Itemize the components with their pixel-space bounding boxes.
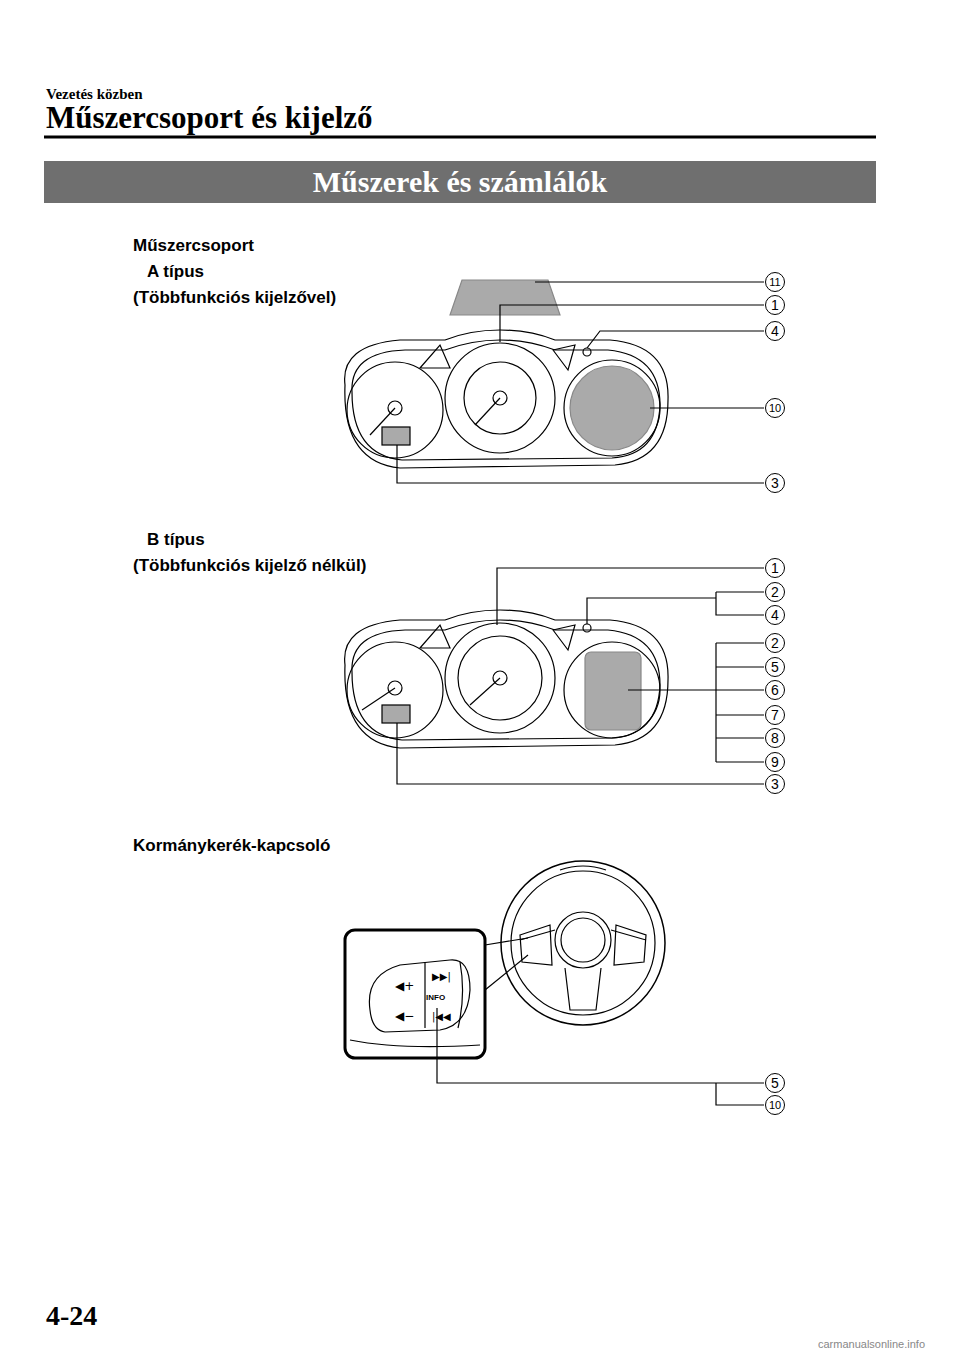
- callout-number: 1: [765, 295, 785, 315]
- callout-number: 3: [765, 774, 785, 794]
- page-number: 4-24: [46, 1300, 97, 1332]
- callout-number: 10: [765, 1095, 785, 1115]
- callout-number: 8: [765, 728, 785, 748]
- callout-number: 6: [765, 680, 785, 700]
- section-label: Kormánykerék-kapcsoló: [133, 836, 330, 856]
- callout-number: 9: [765, 752, 785, 772]
- callout-number: 2: [765, 633, 785, 653]
- button-text: INFO: [426, 993, 445, 1002]
- watermark: carmanualsonline.info: [818, 1338, 925, 1350]
- callout-number: 7: [765, 705, 785, 725]
- section-banner: Műszerek és számlálók: [44, 161, 876, 203]
- banner-text: Műszerek és számlálók: [313, 165, 607, 199]
- callout-number: 1: [765, 558, 785, 578]
- type-label: A típus: [147, 262, 204, 282]
- callout-number: 5: [765, 1073, 785, 1093]
- svg-text:|◀◀: |◀◀: [432, 1011, 451, 1023]
- callout-number: 10: [765, 398, 785, 418]
- callout-number: 3: [765, 473, 785, 493]
- type-note: (Többfunkciós kijelzővel): [133, 288, 336, 308]
- type-label: B típus: [147, 530, 205, 550]
- callout-number: 2: [765, 582, 785, 602]
- svg-text:▶▶|: ▶▶|: [432, 971, 451, 983]
- type-note: (Többfunkciós kijelző nélkül): [133, 556, 366, 576]
- running-header: Vezetés közben: [46, 86, 143, 103]
- section-label: Műszercsoport: [133, 236, 254, 256]
- svg-text:◀−: ◀−: [395, 1009, 414, 1023]
- callout-number: 11: [765, 272, 785, 292]
- callout-number: 5: [765, 657, 785, 677]
- svg-text:◀+: ◀+: [395, 979, 414, 993]
- page-heading: Műszercsoport és kijelző: [46, 100, 373, 136]
- callout-number: 4: [765, 605, 785, 625]
- callout-number: 4: [765, 321, 785, 341]
